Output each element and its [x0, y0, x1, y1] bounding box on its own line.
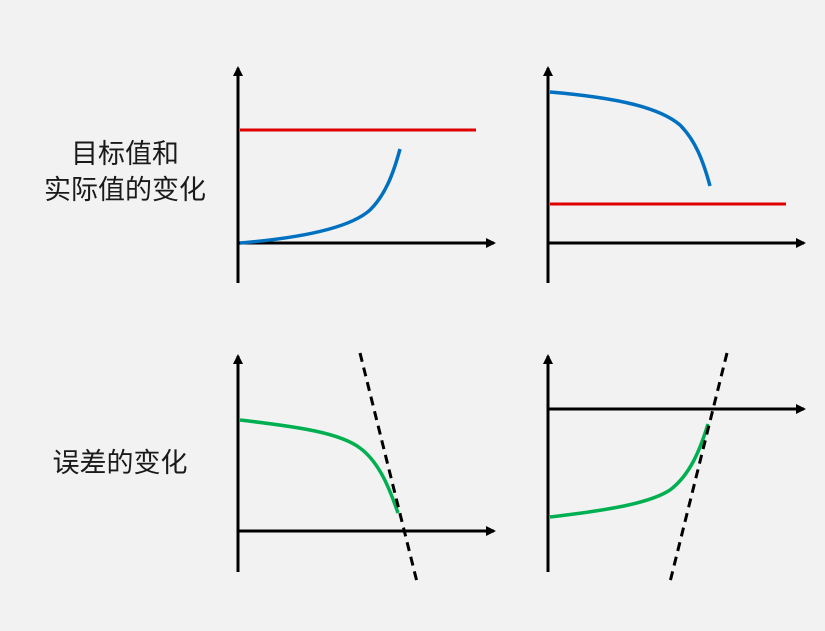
panel-bottom-left [233, 352, 496, 583]
target-actual-label: 目标值和 实际值的变化 [30, 137, 220, 209]
panel-top-right [543, 66, 806, 283]
error-curve [239, 418, 400, 514]
panel-top-left [233, 66, 496, 283]
actual-curve [239, 148, 402, 245]
error-label: 误差的变化 [52, 448, 188, 479]
tangent-line [668, 352, 729, 583]
tangent-line [358, 352, 419, 583]
target-actual-label-line2: 实际值的变化 [44, 175, 206, 206]
actual-curve [549, 90, 712, 187]
target-actual-label-line1: 目标值和 [71, 139, 179, 170]
error-curve [549, 423, 710, 519]
panel-bottom-right [543, 352, 806, 583]
